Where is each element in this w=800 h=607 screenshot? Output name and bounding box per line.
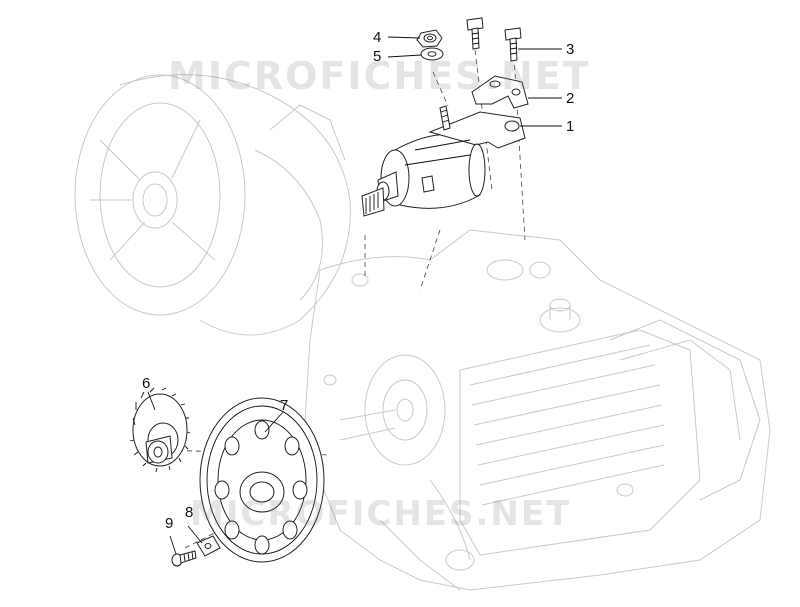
engine-block-ghost bbox=[304, 229, 771, 591]
callout-2: 2 bbox=[566, 90, 575, 107]
screws-part-3 bbox=[466, 17, 522, 62]
watermark-top: MICROFICHES.NET bbox=[168, 54, 591, 98]
ring-gear-part-7 bbox=[199, 397, 325, 563]
washer-part-5 bbox=[420, 47, 444, 61]
callout-8: 8 bbox=[185, 504, 194, 521]
screw-part-9 bbox=[171, 550, 197, 567]
nut-part-4 bbox=[416, 29, 443, 48]
starter-motor-part-1 bbox=[361, 105, 526, 217]
callout-3: 3 bbox=[566, 41, 575, 58]
bracket-part-2 bbox=[471, 75, 529, 109]
watermark-bottom: MICROFICHES.NET bbox=[190, 494, 572, 534]
idler-gear-part-6 bbox=[129, 387, 191, 473]
leader-lines bbox=[147, 36, 562, 555]
callout-9: 9 bbox=[165, 515, 174, 532]
callout-6: 6 bbox=[142, 375, 151, 392]
callout-5: 5 bbox=[373, 48, 382, 65]
clip-part-8 bbox=[196, 535, 221, 557]
engine-cover-ghost bbox=[74, 74, 351, 336]
callout-1: 1 bbox=[566, 118, 575, 135]
callout-7: 7 bbox=[280, 397, 289, 414]
callout-4: 4 bbox=[373, 29, 382, 46]
